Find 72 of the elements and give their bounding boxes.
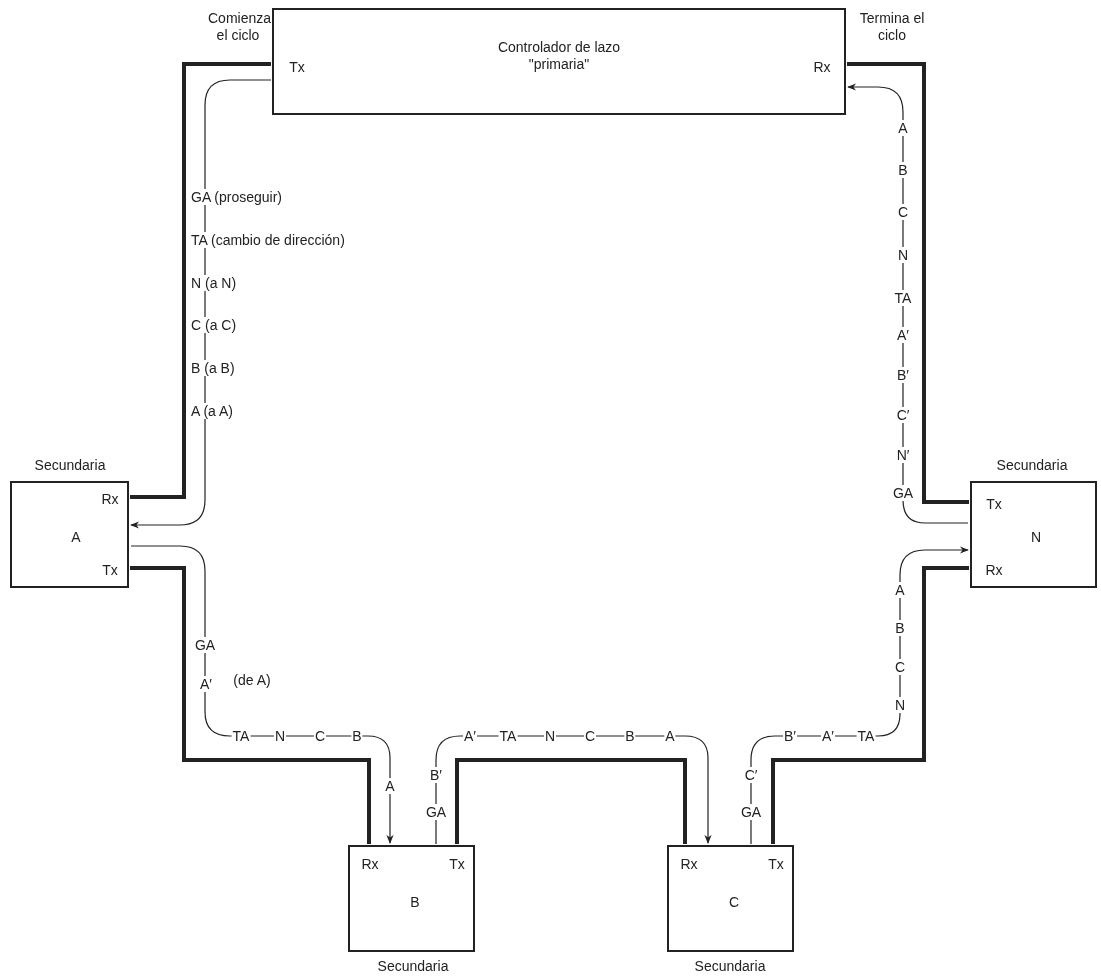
message-label: B′: [429, 767, 443, 783]
port-label: Rx: [813, 58, 831, 76]
message-label: A′: [199, 676, 213, 692]
message-label: B: [624, 728, 636, 744]
port-label: Tx: [289, 58, 305, 76]
message-label: TA: [498, 728, 518, 744]
message-label: TA: [231, 728, 251, 744]
station-name: A: [71, 528, 81, 546]
loop-line: [130, 566, 371, 844]
message-label: C: [896, 204, 910, 220]
station-name: C: [728, 893, 740, 911]
arrow: [750, 546, 969, 845]
message-label: N: [273, 728, 287, 744]
message-label: N: [896, 247, 910, 263]
message-label: TA (cambio de dirección): [190, 232, 346, 248]
message-label: B: [351, 728, 363, 744]
station-box: [348, 845, 475, 952]
port-label: Rx: [101, 490, 119, 508]
message-label: GA (proseguir): [190, 189, 284, 205]
message-label: A: [894, 582, 906, 598]
arrow: [435, 735, 712, 845]
message-label: C (a C): [190, 317, 238, 333]
port-label: Rx: [680, 855, 698, 873]
message-label: C′: [895, 407, 911, 423]
port-label: Tx: [768, 855, 784, 873]
message-label: A′: [463, 728, 477, 744]
message-label: N: [893, 697, 907, 713]
station-caption: Secundaria: [34, 456, 106, 474]
message-label: C: [313, 728, 327, 744]
message-label: B: [897, 162, 909, 178]
station-name: N: [1030, 528, 1042, 546]
controller-name: Controlador de lazo "primaria": [496, 39, 622, 73]
message-label: C: [893, 659, 907, 675]
arrow: [130, 545, 394, 844]
message-label: GA: [424, 804, 448, 820]
controller-box: [272, 8, 846, 115]
message-label: TA: [893, 290, 913, 306]
message-label: A′: [821, 728, 835, 744]
port-label: Rx: [985, 561, 1003, 579]
message-label: C: [583, 728, 597, 744]
station-box: [667, 845, 794, 952]
message-label: N′: [895, 447, 911, 463]
message-label: A (a A): [190, 403, 235, 419]
message-label: A′: [896, 327, 910, 343]
message-label: A: [384, 778, 396, 794]
station-box: [970, 481, 1097, 588]
station-caption: Secundaria: [996, 456, 1068, 474]
station-caption: Secundaria: [694, 957, 766, 975]
message-label: B′: [783, 728, 797, 744]
message-label: C′: [743, 767, 759, 783]
message-label: B: [894, 620, 906, 636]
loop-line: [771, 566, 969, 844]
message-label: (de A): [232, 672, 272, 688]
message-label: TA: [856, 728, 876, 744]
loop-line: [455, 758, 687, 844]
message-label: N (a N): [190, 275, 238, 291]
message-label: GA: [193, 637, 217, 653]
message-label: B (a B): [190, 360, 236, 376]
message-label: GA: [891, 485, 915, 501]
port-label: Tx: [102, 561, 118, 579]
station-name: B: [410, 893, 420, 911]
station-caption: Termina el ciclo: [858, 10, 926, 44]
message-label: GA: [739, 804, 763, 820]
port-label: Tx: [449, 855, 465, 873]
station-caption: Secundaria: [377, 957, 449, 975]
port-label: Rx: [361, 855, 379, 873]
message-label: B′: [896, 367, 910, 383]
message-label: A: [664, 728, 676, 744]
station-box: [10, 481, 129, 588]
message-label: N: [543, 728, 557, 744]
port-label: Tx: [986, 495, 1002, 513]
message-label: A: [897, 120, 909, 136]
